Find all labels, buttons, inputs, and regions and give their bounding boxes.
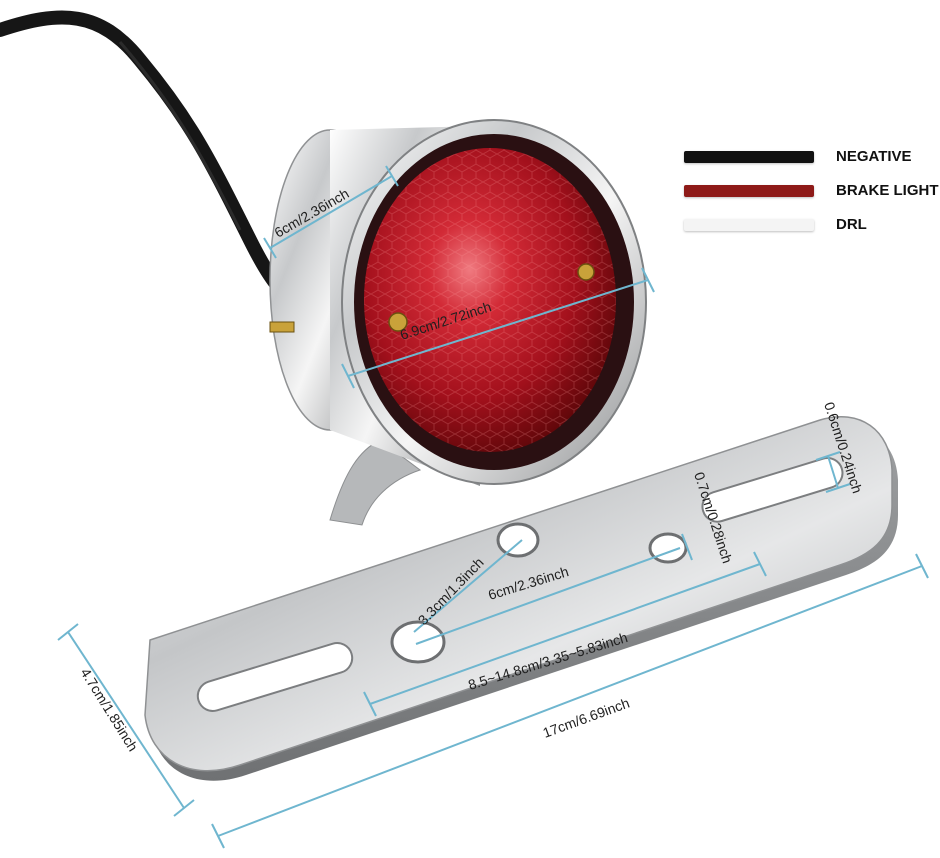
drl-wire-swatch [684,219,814,231]
right-slot [701,457,844,523]
left-slot [196,641,354,713]
negative-wire-swatch [684,151,814,163]
label-plate-height: 4.7cm/1.85inch [77,665,141,754]
dimension-lines [57,165,929,849]
legend-row-brake-light: BRAKE LIGHT [684,180,940,204]
legend-row-drl: DRL [684,214,940,238]
legend-label-brake-light: BRAKE LIGHT [836,182,939,199]
hole-top [496,522,540,558]
tail-light-housing [269,119,647,486]
cable [0,10,307,307]
legend-label-drl: DRL [836,216,867,233]
legend-row-negative: NEGATIVE [684,146,940,170]
hole-large [390,620,446,664]
lens-screw-right [577,263,595,281]
label-plate-length: 17cm/6.69inch [541,695,632,741]
lens-screw-left [388,312,408,332]
legend-label-negative: NEGATIVE [836,148,912,165]
brake-light-wire-swatch [684,185,814,197]
